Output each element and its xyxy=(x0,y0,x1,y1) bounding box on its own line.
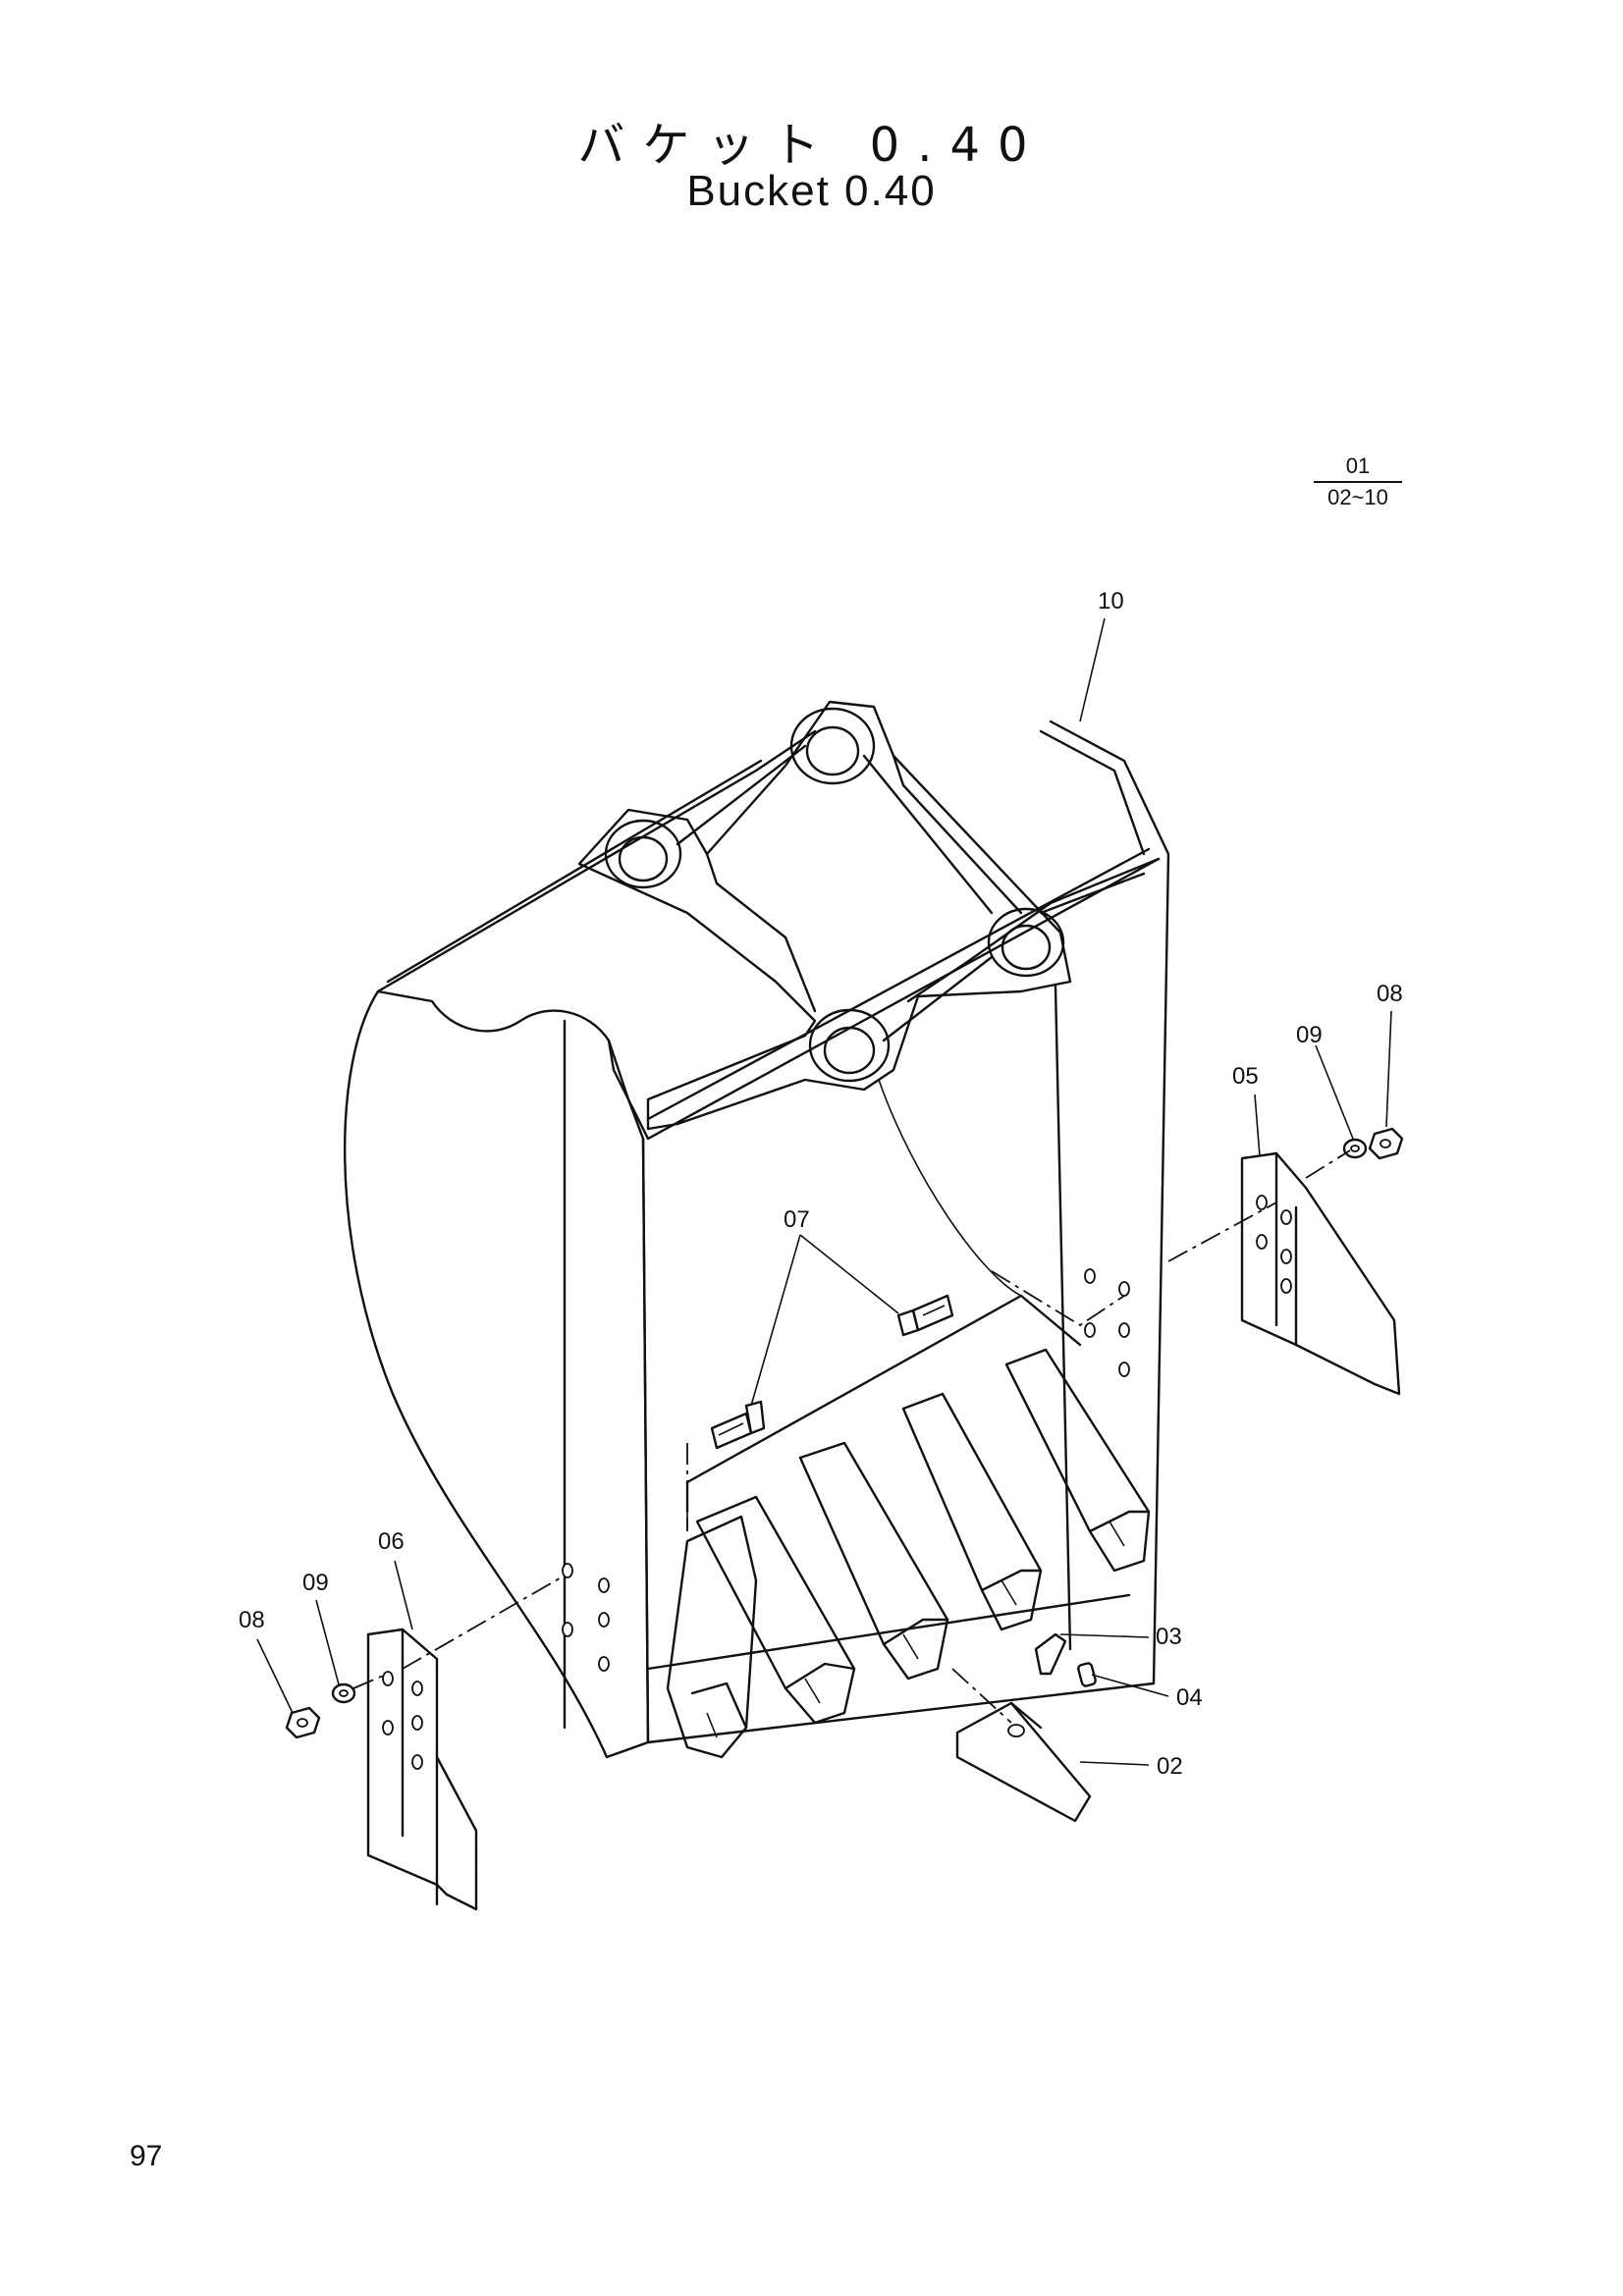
callout-10: 10 xyxy=(1098,588,1124,614)
bucket-teeth xyxy=(666,1348,1151,1759)
leader-lines xyxy=(256,617,1392,1766)
callout-08-left: 08 xyxy=(239,1607,265,1633)
side-cutter-05 xyxy=(1240,1151,1401,1396)
callout-03: 03 xyxy=(1156,1624,1182,1650)
assembly-reference: 01 02~10 xyxy=(1314,454,1402,510)
bolts-07 xyxy=(710,1294,954,1450)
page-number: 97 xyxy=(130,2140,163,2172)
title-japanese: バケット 0.40 xyxy=(577,118,1046,173)
assembly-reference-numerator: 01 xyxy=(1314,454,1402,483)
right-fasteners xyxy=(1342,1127,1404,1160)
pin-04 xyxy=(1077,1662,1097,1687)
assembly-reference-denominator: 02~10 xyxy=(1327,485,1388,509)
tooth-point-02 xyxy=(951,1668,1092,1823)
lock-03 xyxy=(1034,1632,1067,1676)
callout-07: 07 xyxy=(784,1206,810,1233)
callout-06: 06 xyxy=(378,1528,405,1555)
callout-04: 04 xyxy=(1176,1684,1203,1711)
title-english: Bucket 0.40 xyxy=(686,167,937,215)
bucket-body xyxy=(343,720,1170,1759)
callout-05: 05 xyxy=(1232,1063,1259,1090)
left-fasteners xyxy=(285,1682,356,1739)
assembly-center-lines xyxy=(352,1149,1351,1689)
body-bolt-holes xyxy=(562,1268,1130,1672)
callout-02: 02 xyxy=(1157,1753,1183,1780)
side-cutter-06 xyxy=(366,1628,478,1911)
bucket-brackets xyxy=(577,700,1161,1131)
part-callouts: 10 08 09 05 07 06 09 08 03 04 02 xyxy=(239,588,1403,1780)
callout-08-right: 08 xyxy=(1377,981,1403,1007)
callout-09-left: 09 xyxy=(302,1570,329,1596)
callout-09-right: 09 xyxy=(1296,1022,1323,1048)
